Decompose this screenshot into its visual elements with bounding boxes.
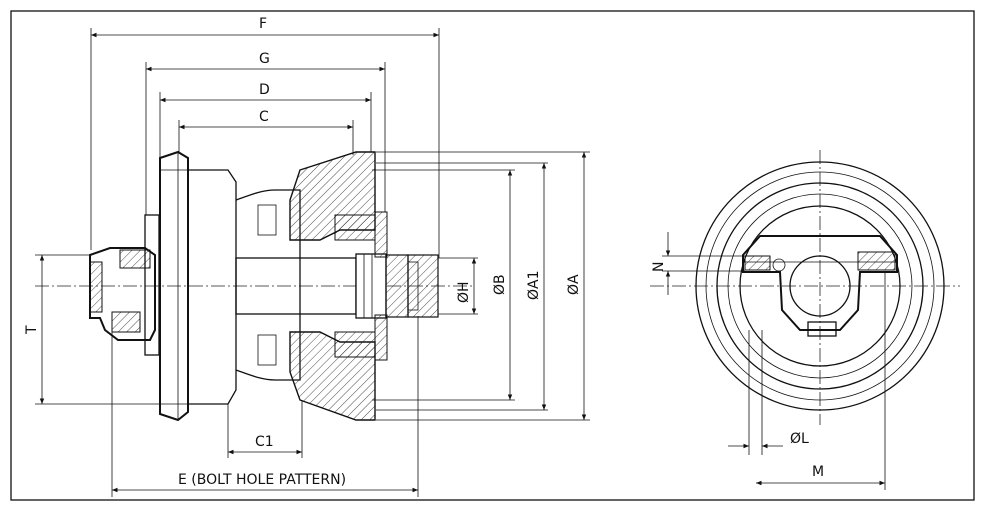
label-n: N (651, 262, 667, 272)
label-a: ØA (566, 274, 582, 295)
label-a1: ØA1 (526, 270, 542, 300)
front-view (650, 150, 960, 490)
label-t: T (24, 325, 40, 335)
label-m: M (812, 464, 824, 480)
label-d: D (259, 82, 270, 98)
label-l: ØL (790, 431, 809, 447)
drawing-frame (10, 10, 975, 501)
label-c1: C1 (255, 434, 274, 450)
label-f: F (259, 16, 267, 32)
label-b: ØB (492, 274, 508, 295)
label-g: G (259, 51, 270, 67)
label-c: C (259, 109, 269, 125)
label-e: E (BOLT HOLE PATTERN) (178, 472, 346, 488)
side-view (35, 28, 590, 497)
label-h: ØH (456, 281, 472, 303)
